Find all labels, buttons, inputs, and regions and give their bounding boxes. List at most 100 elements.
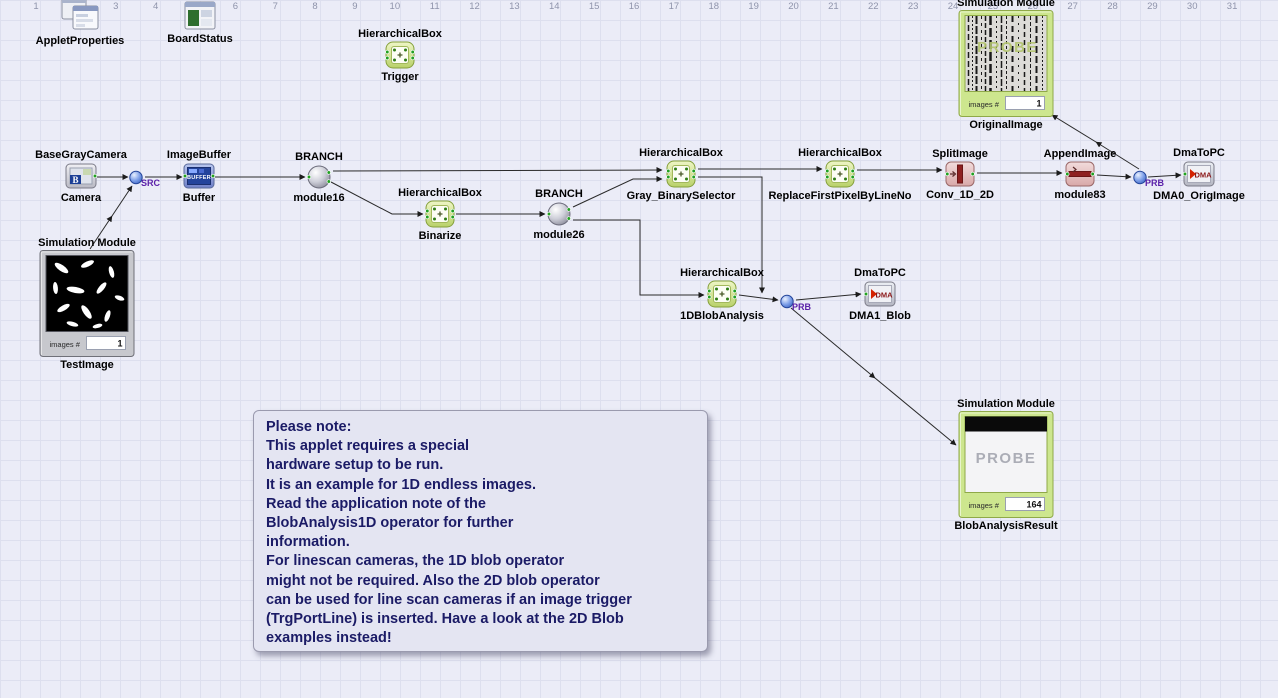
svg-text:PROBE: PROBE [977, 39, 1038, 56]
operator-type-label: BaseGrayCamera [35, 149, 127, 161]
hbox-icon[interactable] [666, 160, 696, 188]
operator-name-label: Conv_1D_2D [926, 189, 994, 201]
node-prb1[interactable]: PRB [677, 294, 897, 312]
svg-text:1: 1 [117, 338, 122, 348]
node-buffer[interactable]: ImageBuffer BUFFER Buffer [89, 149, 309, 204]
ruler-number: 25 [987, 1, 999, 12]
connection-line[interactable] [1051, 114, 1140, 170]
operator-name-label: Trigger [381, 71, 419, 83]
connection-line[interactable] [795, 291, 862, 301]
node-module83[interactable]: AppendImage module83 [970, 148, 1190, 201]
node-board-status[interactable]: BoardStatus [90, 1, 310, 45]
note-line: hardware setup to be run. [266, 457, 444, 474]
operator-name-label: Buffer [182, 192, 216, 204]
svg-text:1: 1 [1036, 98, 1041, 108]
hbox-icon[interactable] [825, 160, 855, 188]
sim-image-icon[interactable]: images # 1 [39, 249, 135, 357]
ruler-number: 10 [389, 1, 401, 12]
connection-line[interactable] [573, 219, 705, 298]
svg-text:images #: images # [969, 100, 1000, 109]
note-text: Please note:This applet requires a speci… [254, 418, 707, 648]
ruler-number: 30 [1186, 1, 1198, 12]
node-applet-properties[interactable]: AppletProperties [0, 0, 190, 47]
ruler-number: 1 [33, 1, 39, 12]
ruler-number: 27 [1067, 1, 1078, 12]
node-dma0[interactable]: DmaToPC DMA DMA0_OrigImage [1089, 147, 1278, 202]
node-src-probe[interactable]: SRC [26, 170, 246, 188]
note-line: might not be required. Also the 2D blob … [266, 572, 600, 589]
operator-type-label: Simulation Module [957, 0, 1055, 9]
ruler-number: 26 [1027, 1, 1039, 12]
ruler-number: 11 [429, 1, 440, 12]
hbox-icon[interactable] [707, 280, 737, 308]
sim-probe-blob-icon[interactable]: PROBE images # 164 [958, 410, 1054, 518]
connection-line[interactable] [1147, 172, 1182, 179]
node-camera[interactable]: BaseGrayCamera B Camera [0, 149, 191, 204]
node-replace-first-pixel[interactable]: HierarchicalBox ReplaceFirstPixelByLineN… [730, 147, 950, 202]
node-blob-analysis-1d[interactable]: HierarchicalBox 1DBlobAnalysis [612, 267, 832, 322]
operator-type-label: DmaToPC [1173, 147, 1225, 159]
node-prb0[interactable]: PRB [1030, 170, 1250, 188]
operator-name-label: Binarize [418, 230, 462, 242]
node-module26[interactable]: BRANCH module26 [449, 188, 669, 241]
probe-tag-label: SRC [141, 178, 161, 188]
sim-probe-noise-icon[interactable]: PROBE images # 1 [958, 9, 1054, 117]
dma-icon[interactable]: DMA [863, 280, 896, 308]
sphere-icon[interactable] [546, 201, 572, 227]
ruler-number: 9 [352, 1, 358, 12]
node-original-image[interactable]: Simulation Module PROBE images # 1 Origi… [896, 0, 1116, 131]
node-conv-1d-2d[interactable]: SplitImage Conv_1D_2D [850, 148, 1070, 201]
connection-line[interactable] [330, 181, 424, 217]
operator-name-label: Gray_BinarySelector [626, 190, 736, 202]
connection-line[interactable] [89, 185, 133, 250]
append-icon[interactable] [1065, 161, 1095, 187]
connection-line[interactable] [572, 176, 663, 208]
operator-name-label: DMA0_OrigImage [1153, 190, 1245, 202]
operator-type-label: HierarchicalBox [398, 187, 482, 199]
hbox-icon[interactable] [385, 41, 415, 69]
probe-tag-label: PRB [792, 302, 812, 312]
connection-line[interactable] [738, 294, 779, 303]
node-gray-binary-selector[interactable]: HierarchicalBox Gray_BinarySelector [571, 147, 791, 202]
window-icon[interactable] [183, 1, 217, 31]
probe-dot-icon[interactable] [780, 294, 795, 309]
node-blob-analysis-result[interactable]: Simulation Module PROBE images # 164 Blo… [896, 398, 1116, 532]
svg-text:DMA: DMA [1194, 171, 1212, 180]
buffer-icon[interactable]: BUFFER [182, 162, 216, 190]
operator-type-label: Simulation Module [957, 397, 1055, 410]
ruler-number: 14 [549, 1, 560, 12]
node-test-image[interactable]: Simulation Module images # 1 TestImage [0, 237, 197, 371]
hbox-icon[interactable] [425, 200, 455, 228]
probe-dot-icon[interactable] [1133, 170, 1148, 185]
probe-dot-icon[interactable] [129, 170, 144, 185]
note-box[interactable]: Please note:This applet requires a speci… [253, 410, 708, 652]
svg-text:DMA: DMA [875, 291, 893, 300]
node-module16[interactable]: BRANCH module16 [209, 151, 429, 204]
connection-line[interactable] [1096, 173, 1132, 180]
node-dma1[interactable]: DmaToPC DMA DMA1_Blob [770, 267, 990, 322]
operator-type-label: SplitImage [932, 148, 988, 160]
operator-type-label: HierarchicalBox [639, 147, 723, 159]
dma-icon[interactable]: DMA [1182, 160, 1215, 188]
ruler-number: 17 [668, 1, 680, 12]
operator-type-label: Simulation Module [38, 236, 136, 249]
svg-text:164: 164 [1026, 499, 1041, 509]
sphere-icon[interactable] [306, 164, 332, 190]
note-line: examples instead! [266, 630, 392, 647]
windows-icon[interactable] [60, 0, 100, 33]
probe-tag-label: PRB [1145, 178, 1165, 188]
operator-name-label: TestImage [60, 358, 114, 371]
split-icon[interactable] [945, 161, 975, 187]
connection-line[interactable] [698, 176, 765, 294]
node-binarize[interactable]: HierarchicalBox Binarize [330, 187, 550, 242]
camera-icon[interactable]: B [65, 162, 98, 190]
connection-line[interactable] [332, 167, 663, 174]
connection-line[interactable] [790, 307, 957, 446]
node-trigger[interactable]: HierarchicalBox Trigger [290, 28, 510, 83]
note-line: can be used for line scan cameras if an … [266, 591, 632, 608]
ruler-number: 3 [113, 1, 119, 12]
ruler-number: 31 [1226, 1, 1238, 12]
horizontal-ruler: 1234567891011121314151617181920212223242… [0, 0, 1278, 14]
